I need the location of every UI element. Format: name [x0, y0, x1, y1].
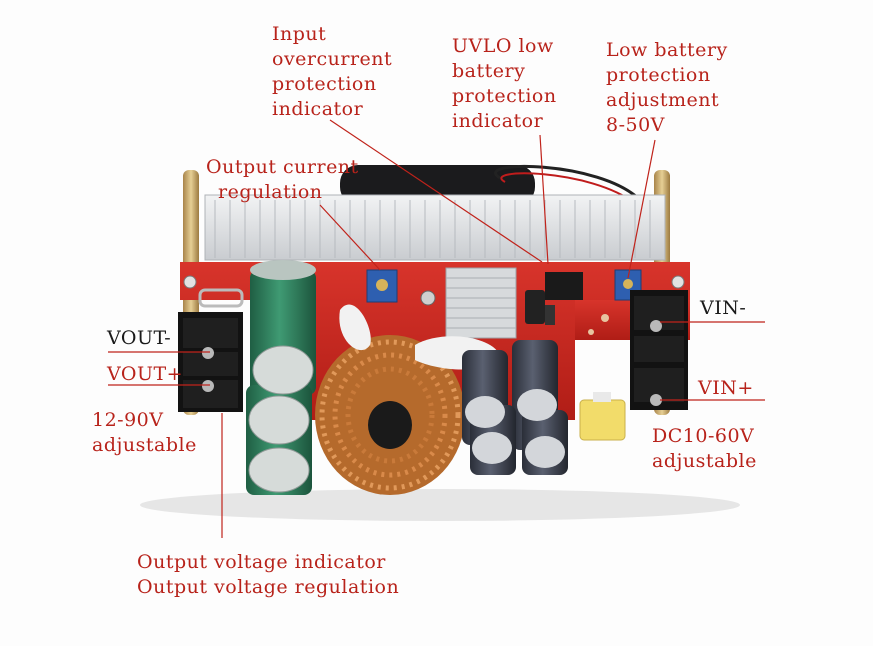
label-low-battery-adjustment: Low battery protection adjustment 8-50V [606, 39, 728, 136]
output-capacitors [246, 260, 316, 495]
board-shadow [140, 489, 740, 521]
leader-uvlo [539, 134, 549, 265]
label-vin-range: DC10-60V adjustable [652, 425, 757, 472]
input-capacitors [462, 340, 568, 475]
label-vout-range: 12-90V adjustable [92, 409, 197, 456]
label-output-voltage: Output voltage indicator Output voltage … [137, 551, 400, 598]
label-output-current-regulation: Output current regulation [206, 156, 359, 203]
control-ics [525, 272, 583, 325]
label-input-overcurrent-protection: Input overcurrent protection indicator [272, 23, 393, 120]
label-vin-plus: VIN+ [698, 377, 754, 399]
blade-fuse [579, 392, 626, 441]
mosfet-heatsink [445, 267, 517, 339]
input-terminal-block [630, 290, 688, 410]
label-vout-minus: VOUT- [107, 327, 172, 349]
leader-input-overcurrent [329, 119, 543, 263]
label-vin-minus: VIN- [700, 297, 747, 319]
callout-lines [108, 119, 765, 538]
leader-output-current [319, 204, 381, 271]
leader-low-battery [627, 139, 656, 279]
toroidal-inductor [315, 304, 500, 495]
label-uvlo-indicator: UVLO low battery protection indicator [452, 35, 557, 132]
label-vout-plus: VOUT+ [107, 363, 184, 385]
aluminium-heatsink [204, 194, 666, 261]
